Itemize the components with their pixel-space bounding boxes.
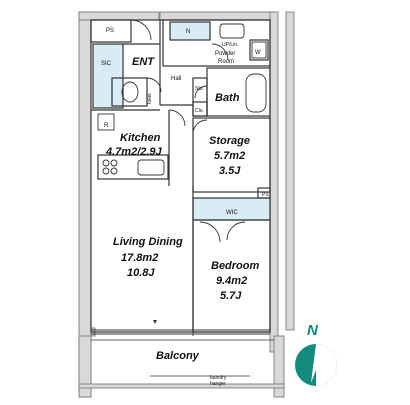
entry-arrow <box>153 320 157 324</box>
laundry-label-2: hanger <box>210 381 226 387</box>
ent-label: ENT <box>132 56 155 68</box>
outer-walls <box>78 11 295 398</box>
powder-label-1: Powder <box>215 51 235 57</box>
living-dining-area: 17.8m2 <box>121 252 158 264</box>
bedroom-name: Bedroom <box>211 260 260 272</box>
kitchen-name: Kitchen <box>120 132 161 144</box>
doors <box>130 19 246 243</box>
ps-top-label: PS <box>106 28 114 34</box>
balcony-lines <box>91 339 274 377</box>
sic-label: SIC <box>101 61 112 67</box>
living-dining-jo: 10.8J <box>127 267 155 279</box>
sto-label: Sto. <box>195 86 204 92</box>
north-compass: N <box>295 322 337 386</box>
up-lin-label: UP/Lin. <box>222 42 238 48</box>
storage-area: 5.7m2 <box>214 150 245 162</box>
storage-jo: 3.5J <box>219 165 241 177</box>
bedroom-area: 9.4m2 <box>216 275 247 287</box>
toilet-label: Toilet <box>147 93 153 105</box>
kitchen-area: 4.7m2/2.9J <box>105 146 163 158</box>
powder-label-2: Room <box>218 59 234 65</box>
bedroom-jo: 5.7J <box>220 290 242 302</box>
balcony-label: Balcony <box>156 350 200 362</box>
laundry-label-1: laundry <box>210 375 227 381</box>
room-outlines <box>90 19 271 333</box>
clo-label: Clo. <box>195 108 204 114</box>
w-label: W <box>255 50 261 56</box>
windows <box>91 329 270 336</box>
fixtures <box>97 23 267 176</box>
bath-label: Bath <box>215 92 240 104</box>
wic-label: WIC <box>226 210 238 216</box>
r-label: R <box>104 123 109 129</box>
storage-name: Storage <box>209 135 250 147</box>
ps-right-label: PS <box>262 192 269 198</box>
north-label: N <box>307 322 319 339</box>
hall-label: Hall <box>171 76 181 82</box>
n-closet-label: N <box>186 29 190 35</box>
living-dining-name: Living Dining <box>113 236 183 248</box>
